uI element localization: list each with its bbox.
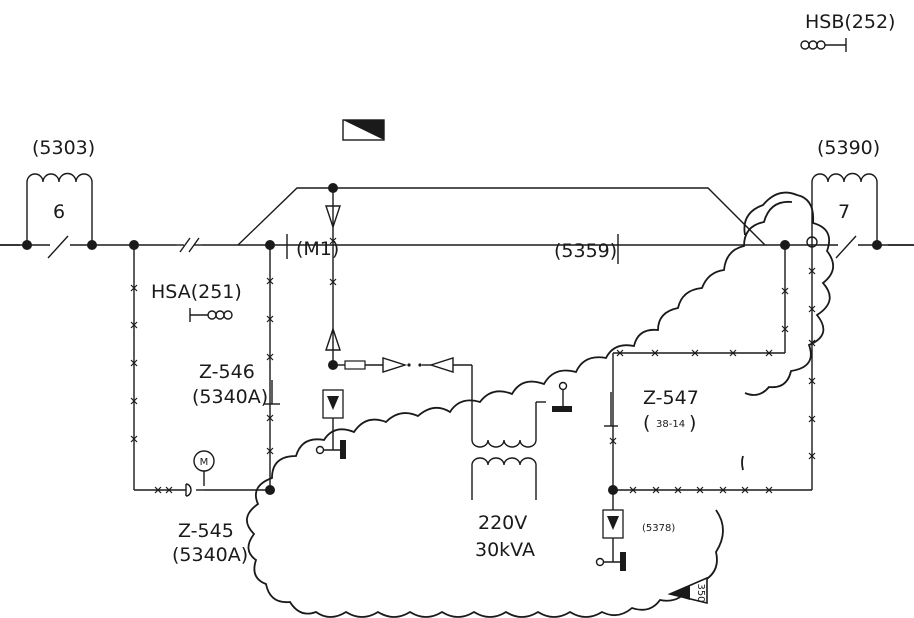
label-5303: (5303)	[32, 137, 95, 159]
label-paren-close: )	[689, 412, 696, 434]
label-switch-6: 6	[53, 201, 65, 223]
label-38-14: 38-14	[656, 419, 685, 430]
earth-terminal-icon	[552, 381, 572, 412]
label-5378: (5378)	[642, 523, 675, 534]
label-m1: (M1)	[296, 238, 339, 260]
transformer-icon	[471, 401, 546, 500]
relay-triangles-m1	[325, 205, 341, 351]
signal-z546-bar	[264, 380, 280, 405]
label-z546: Z-546	[199, 361, 255, 383]
feed-line	[333, 357, 473, 440]
revision-tag-icon: 350	[667, 576, 708, 605]
switch-6	[0, 172, 100, 259]
motor-icon	[185, 450, 215, 497]
revision-cloud	[246, 191, 834, 618]
cable-cross-marks	[130, 237, 816, 494]
hsb-marker	[800, 38, 847, 52]
label-z547: Z-547	[643, 387, 699, 409]
track-relay-5378	[595, 490, 626, 571]
hsa-marker	[189, 308, 233, 322]
upper-loop-track	[237, 187, 766, 246]
switch-7-contact	[806, 236, 818, 248]
signal-z547-bar	[604, 392, 618, 427]
label-5340a-lower: (5340A)	[172, 544, 248, 566]
block-flag-icon	[342, 119, 385, 141]
label-5359: (5359)	[554, 240, 617, 262]
junction-dots	[129, 183, 790, 495]
revision-tag-label: 350	[695, 583, 706, 602]
label-5390: (5390)	[817, 137, 880, 159]
switch-7	[808, 172, 914, 259]
label-paren-open: (	[643, 412, 650, 434]
label-z545: Z-545	[178, 520, 234, 542]
label-hsb: HSB(252)	[805, 11, 895, 33]
cable-runs	[133, 188, 813, 491]
label-voltage: 220V	[478, 512, 527, 534]
label-switch-7: 7	[838, 201, 850, 223]
label-hsa: HSA(251)	[151, 281, 242, 303]
track-relay-m1	[315, 389, 346, 459]
label-motor: M	[200, 457, 209, 468]
label-power: 30kVA	[475, 539, 535, 561]
label-5340a-upper: (5340A)	[192, 386, 268, 408]
insulated-joint	[176, 237, 202, 253]
